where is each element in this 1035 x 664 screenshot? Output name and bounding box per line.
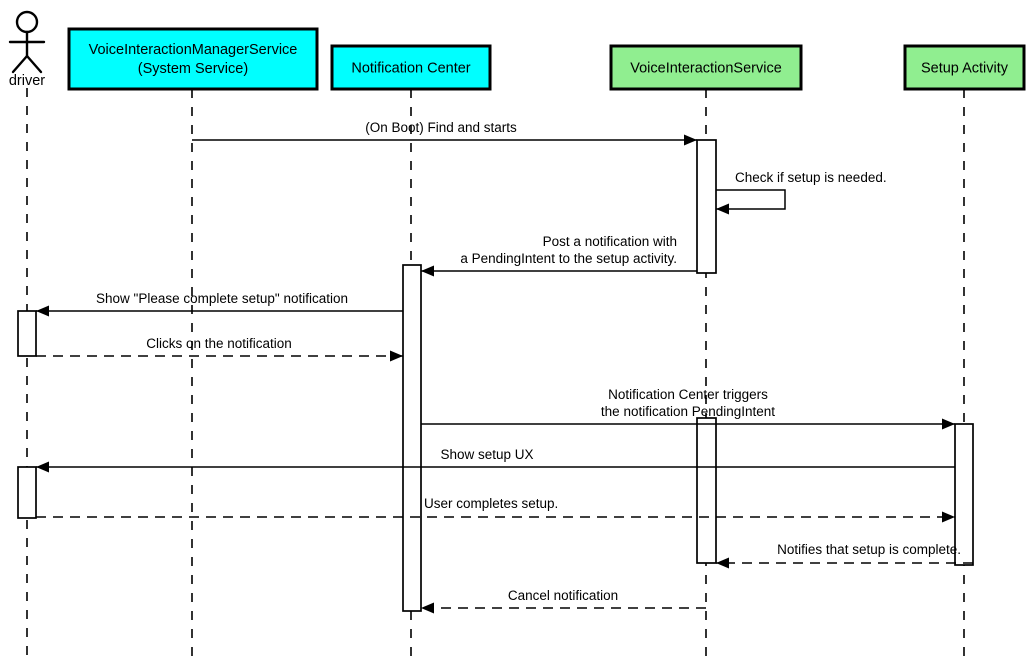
participant-box-vis[interactable] bbox=[609, 44, 803, 91]
msg-check-setup-needed[interactable]: Check if setup is needed. bbox=[716, 170, 887, 215]
activation-bar-vis bbox=[696, 139, 717, 274]
msg-show-setup-notification-label: Show "Please complete setup" notificatio… bbox=[96, 291, 348, 306]
msg-check-setup-needed-line bbox=[716, 189, 786, 210]
msg-clicks-on-notification[interactable]: Clicks on the notification bbox=[36, 336, 403, 362]
msg-triggers-pendingintent[interactable]: Notification Center triggers the notifica… bbox=[421, 387, 955, 430]
msg-notifies-setup-complete-label: Notifies that setup is complete. bbox=[777, 542, 961, 557]
participant-driver[interactable]: driver bbox=[8, 10, 45, 89]
msg-post-notification-label: Post a notification with bbox=[543, 234, 677, 249]
msg-user-completes-setup-arrowhead bbox=[942, 511, 955, 523]
msg-clicks-on-notification-arrowhead bbox=[390, 350, 403, 362]
msg-post-notification[interactable]: Post a notification with a PendingIntent … bbox=[421, 234, 697, 277]
participant-setup_activity[interactable]: Setup Activity bbox=[903, 44, 1026, 91]
msg-clicks-on-notification-label: Clicks on the notification bbox=[146, 336, 292, 351]
msg-show-setup-notification-arrowhead bbox=[36, 305, 49, 317]
participant-label-driver: driver bbox=[9, 73, 45, 89]
msg-triggers-pendingintent-label: Notification Center triggers bbox=[608, 387, 768, 402]
participant-label-notification_center: Notification Center bbox=[351, 60, 470, 76]
activation-bar-driver bbox=[17, 310, 37, 357]
participants-group: driver VoiceInteractionManagerService (Sys… bbox=[8, 10, 1026, 91]
msg-triggers-pendingintent-arrowhead bbox=[942, 418, 955, 430]
participant-notification_center[interactable]: Notification Center bbox=[330, 44, 492, 91]
participant-sublabel-vims: (System Service) bbox=[138, 61, 248, 77]
activation-bars-group bbox=[17, 139, 974, 612]
msg-notifies-setup-complete-arrowhead bbox=[716, 557, 729, 569]
activation-bar-notification_center bbox=[402, 264, 422, 612]
participant-box-setup_activity[interactable] bbox=[903, 44, 1026, 91]
msg-user-completes-setup[interactable]: User completes setup. bbox=[36, 496, 955, 523]
actor-leg-left-icon bbox=[11, 54, 29, 74]
msg-find-and-starts[interactable]: (On Boot) Find and starts bbox=[192, 120, 697, 146]
msg-triggers-pendingintent-label-line2: the notification PendingIntent bbox=[601, 404, 775, 419]
activation-bar-driver bbox=[17, 466, 37, 519]
participant-label-vis: VoiceInteractionService bbox=[630, 60, 782, 76]
msg-post-notification-label-line2: a PendingIntent to the setup activity. bbox=[460, 251, 677, 266]
msg-cancel-notification[interactable]: Cancel notification bbox=[421, 588, 706, 614]
msg-post-notification-arrowhead bbox=[421, 265, 434, 277]
participant-box-notification_center[interactable] bbox=[330, 44, 492, 91]
msg-user-completes-setup-label: User completes setup. bbox=[424, 496, 558, 511]
msg-find-and-starts-arrowhead bbox=[684, 134, 697, 146]
msg-show-setup-ux-arrowhead bbox=[36, 461, 49, 473]
msg-check-setup-needed-arrowhead bbox=[716, 203, 729, 215]
msg-show-setup-notification[interactable]: Show "Please complete setup" notificatio… bbox=[36, 291, 403, 317]
msg-cancel-notification-label: Cancel notification bbox=[508, 588, 618, 603]
participant-label-vims: VoiceInteractionManagerService bbox=[89, 42, 298, 58]
msg-notifies-setup-complete[interactable]: Notifies that setup is complete. bbox=[716, 542, 973, 569]
participant-vis[interactable]: VoiceInteractionService bbox=[609, 44, 803, 91]
activation-bar-setup_activity bbox=[954, 423, 974, 566]
msg-show-setup-ux[interactable]: Show setup UX bbox=[36, 447, 955, 473]
actor-leg-right-icon bbox=[25, 54, 43, 74]
participant-box-vims[interactable] bbox=[67, 27, 319, 91]
msg-show-setup-ux-label: Show setup UX bbox=[440, 447, 533, 462]
activation-bar-vis bbox=[696, 417, 717, 564]
msg-check-setup-needed-label: Check if setup is needed. bbox=[735, 170, 887, 185]
participant-label-setup_activity: Setup Activity bbox=[921, 60, 1009, 76]
msg-cancel-notification-arrowhead bbox=[421, 602, 434, 614]
actor-head-icon bbox=[15, 10, 39, 34]
participant-vims[interactable]: VoiceInteractionManagerService (System Se… bbox=[67, 27, 319, 91]
msg-find-and-starts-label: (On Boot) Find and starts bbox=[365, 120, 517, 135]
